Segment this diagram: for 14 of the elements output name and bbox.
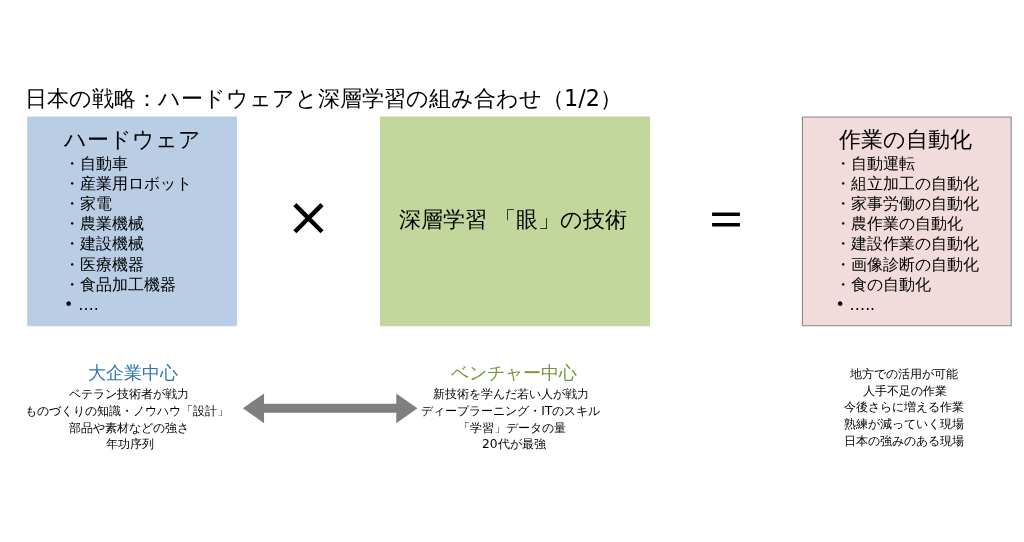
label: 人手不足の作業 xyxy=(862,383,947,398)
label: 地方での活用が可能 xyxy=(849,366,958,381)
label: 熟練が減っていく現場 xyxy=(843,417,964,432)
node-text: ベンチャー中心 新技術を学んだ若い人が戦力 ディープラーニング・ITのスキル 「学習」データの量 20代が最強 xyxy=(420,362,600,452)
node-text: 大企業中心 ベテラン技術者が戦力 ものづくりの知識・ノウハウ「設計」 部品や素材などの強さ 年功序列 xyxy=(24,362,229,452)
node-box: 作業の自動化 ・自動運転 ・組立加工の自動化 ・家事労働の自動化 ・農作業の自動化 ・建設作業の自動化 ・画像診断の自動化 ・食の自動化 • ….. xyxy=(801,116,1012,327)
label: 日本の強みのある現場 xyxy=(843,433,964,448)
node-box: ハードウェア ・自動車 ・産業用ロボット ・家電 ・農業機械 ・建設機械 ・医療機器 ・食品加工機器 • …. xyxy=(26,116,237,327)
label: × xyxy=(285,184,331,248)
label: ＝ xyxy=(698,184,753,248)
node-box: 深層学習 「眼」の技術 xyxy=(379,116,650,327)
arrow xyxy=(242,393,417,424)
label: 今後さらに増える作業 xyxy=(843,400,964,415)
diagram-title: 日本の戦略：ハードウェアと深層学習の組み合わせ（1/2） xyxy=(24,84,622,111)
